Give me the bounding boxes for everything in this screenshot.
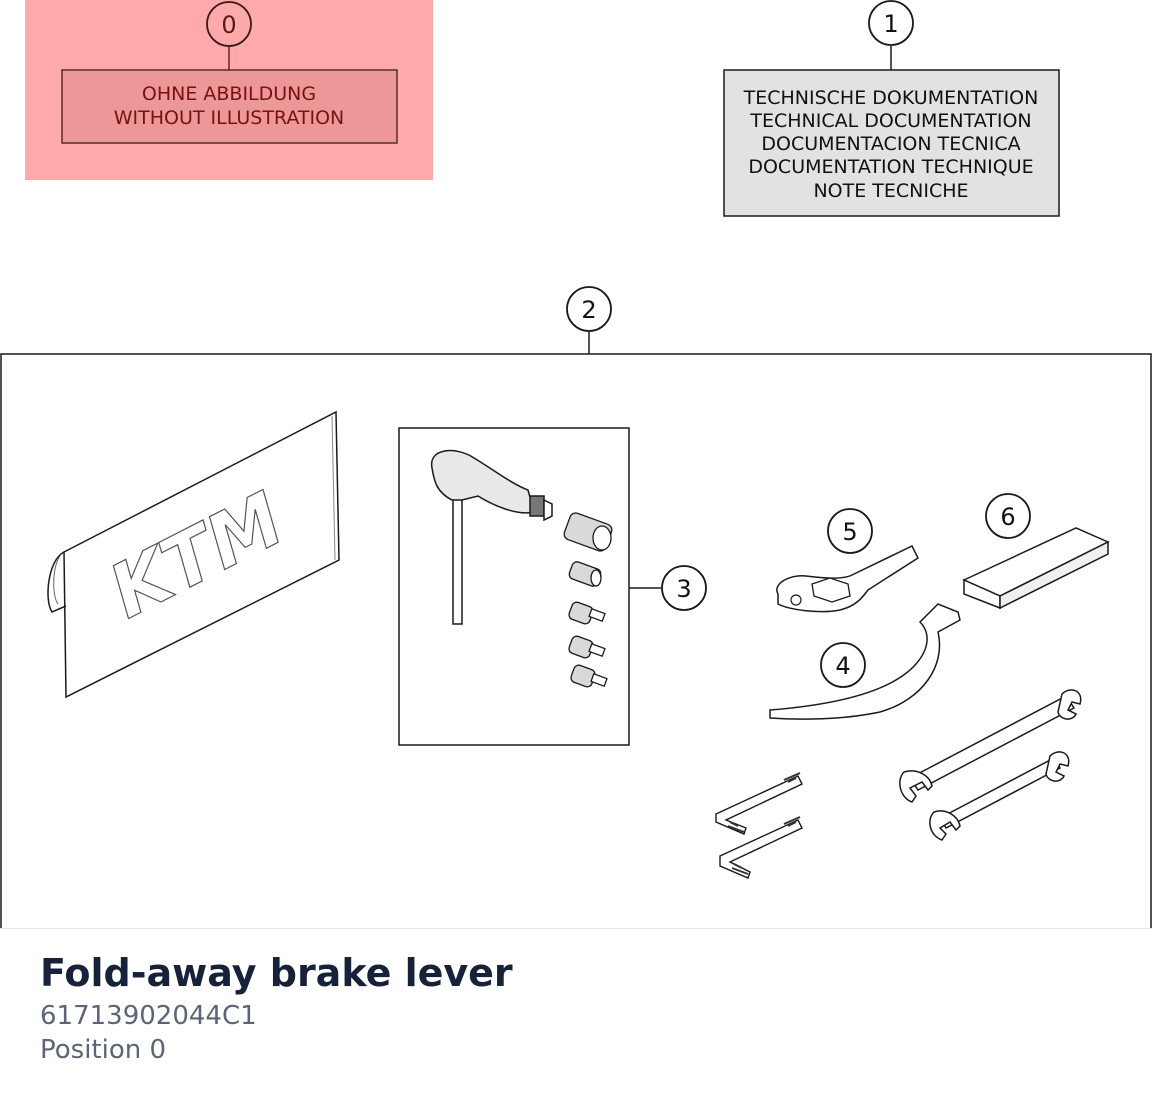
callout-6-circle[interactable] <box>985 493 1031 539</box>
callout-0-circle[interactable] <box>206 1 252 47</box>
wrench-small-head-right <box>1045 751 1070 782</box>
documentation-line-5: NOTE TECNICHE <box>813 180 968 202</box>
documentation-box <box>723 69 1060 217</box>
tool-bag-edge <box>331 415 336 561</box>
callout-4-label: 4 <box>835 652 850 680</box>
item-3-t-handle-set[interactable]: 3 <box>398 427 707 746</box>
callout-0-label: 0 <box>221 11 236 39</box>
callout-3-label: 3 <box>676 575 691 603</box>
no-illustration-line-1: OHNE ABBILDUNG <box>142 83 316 105</box>
item-5-ring-spanner[interactable]: 5 <box>776 508 919 613</box>
callout-4-circle[interactable] <box>820 642 866 688</box>
callout-3-circle[interactable] <box>661 565 707 611</box>
hook-spanner-body <box>769 603 961 720</box>
t-handle-tool <box>431 449 553 625</box>
tool-bag-body <box>63 410 340 699</box>
bit-3-tip <box>590 673 608 687</box>
callout-2-label: 2 <box>581 296 596 324</box>
item-6-bar[interactable]: 6 <box>962 493 1110 610</box>
t-handle-collar <box>529 495 545 517</box>
t-handle-set-box <box>398 427 630 746</box>
callout-2-circle[interactable] <box>566 286 612 332</box>
part-caption: Fold-away brake lever 61713902044C1 Posi… <box>0 928 1152 1099</box>
part-position: Position 0 <box>40 1035 167 1065</box>
open-end-wrenches <box>899 689 1082 841</box>
t-handle-shaft <box>452 487 463 625</box>
bit-socket-large-opening <box>592 525 612 551</box>
exploded-parts-diagram: OHNE ABBILDUNG WITHOUT ILLUSTRATION 0 TE… <box>0 0 1152 928</box>
documentation-line-1: TECHNISCHE DOKUMENTATION <box>743 87 1039 109</box>
bar-side <box>999 540 1109 610</box>
bit-1-tip <box>588 608 606 622</box>
wrench-large-head-right <box>1057 689 1082 720</box>
item-4-hook-spanner[interactable]: 4 <box>769 603 961 720</box>
item-2-tool-kit[interactable]: 2 <box>0 286 1152 928</box>
callout-1-label: 1 <box>883 10 898 38</box>
documentation-line-4: DOCUMENTATION TECHNIQUE <box>748 156 1033 178</box>
part-title: Fold-away brake lever <box>40 951 513 995</box>
ring-spanner-hex-opening <box>811 577 851 603</box>
no-illustration-box <box>61 69 398 144</box>
documentation-line-2: TECHNICAL DOCUMENTATION <box>749 110 1031 132</box>
ring-spanner-body <box>776 545 919 613</box>
item-1-technical-documentation[interactable]: TECHNISCHE DOKUMENTATION TECHNICAL DOCUM… <box>723 0 1060 217</box>
threaded-rod-upper-threads <box>727 772 801 833</box>
documentation-line-3: DOCUMENTACION TECNICA <box>761 133 1020 155</box>
wrench-small-head-left <box>929 810 961 841</box>
tool-bag-fold <box>53 555 61 605</box>
callout-5-circle[interactable] <box>827 508 873 554</box>
tool-bag-flap <box>47 551 67 613</box>
t-handle-tip <box>543 498 553 522</box>
item-0-highlight[interactable]: OHNE ABBILDUNG WITHOUT ILLUSTRATION 0 <box>25 0 433 180</box>
callout-6-label: 6 <box>1000 503 1015 531</box>
wrench-large-head-left <box>899 770 933 803</box>
callout-1-circle[interactable] <box>868 0 914 46</box>
tool-kit-frame <box>0 353 1152 928</box>
part-number: 61713902044C1 <box>40 1001 257 1031</box>
tool-bag: KTM <box>47 410 340 699</box>
bit-socket-small-opening <box>590 569 602 587</box>
highlight-background <box>25 0 433 180</box>
diagram-canvas: OHNE ABBILDUNG WITHOUT ILLUSTRATION 0 TE… <box>0 0 1152 928</box>
bit-2-tip <box>588 643 606 657</box>
threaded-rods <box>715 772 803 879</box>
ring-spanner-pin-hole <box>790 594 802 606</box>
callout-5-label: 5 <box>842 518 857 546</box>
threaded-rod-lower-threads <box>731 816 801 875</box>
bit-sockets <box>563 512 613 688</box>
no-illustration-line-2: WITHOUT ILLUSTRATION <box>114 107 345 129</box>
